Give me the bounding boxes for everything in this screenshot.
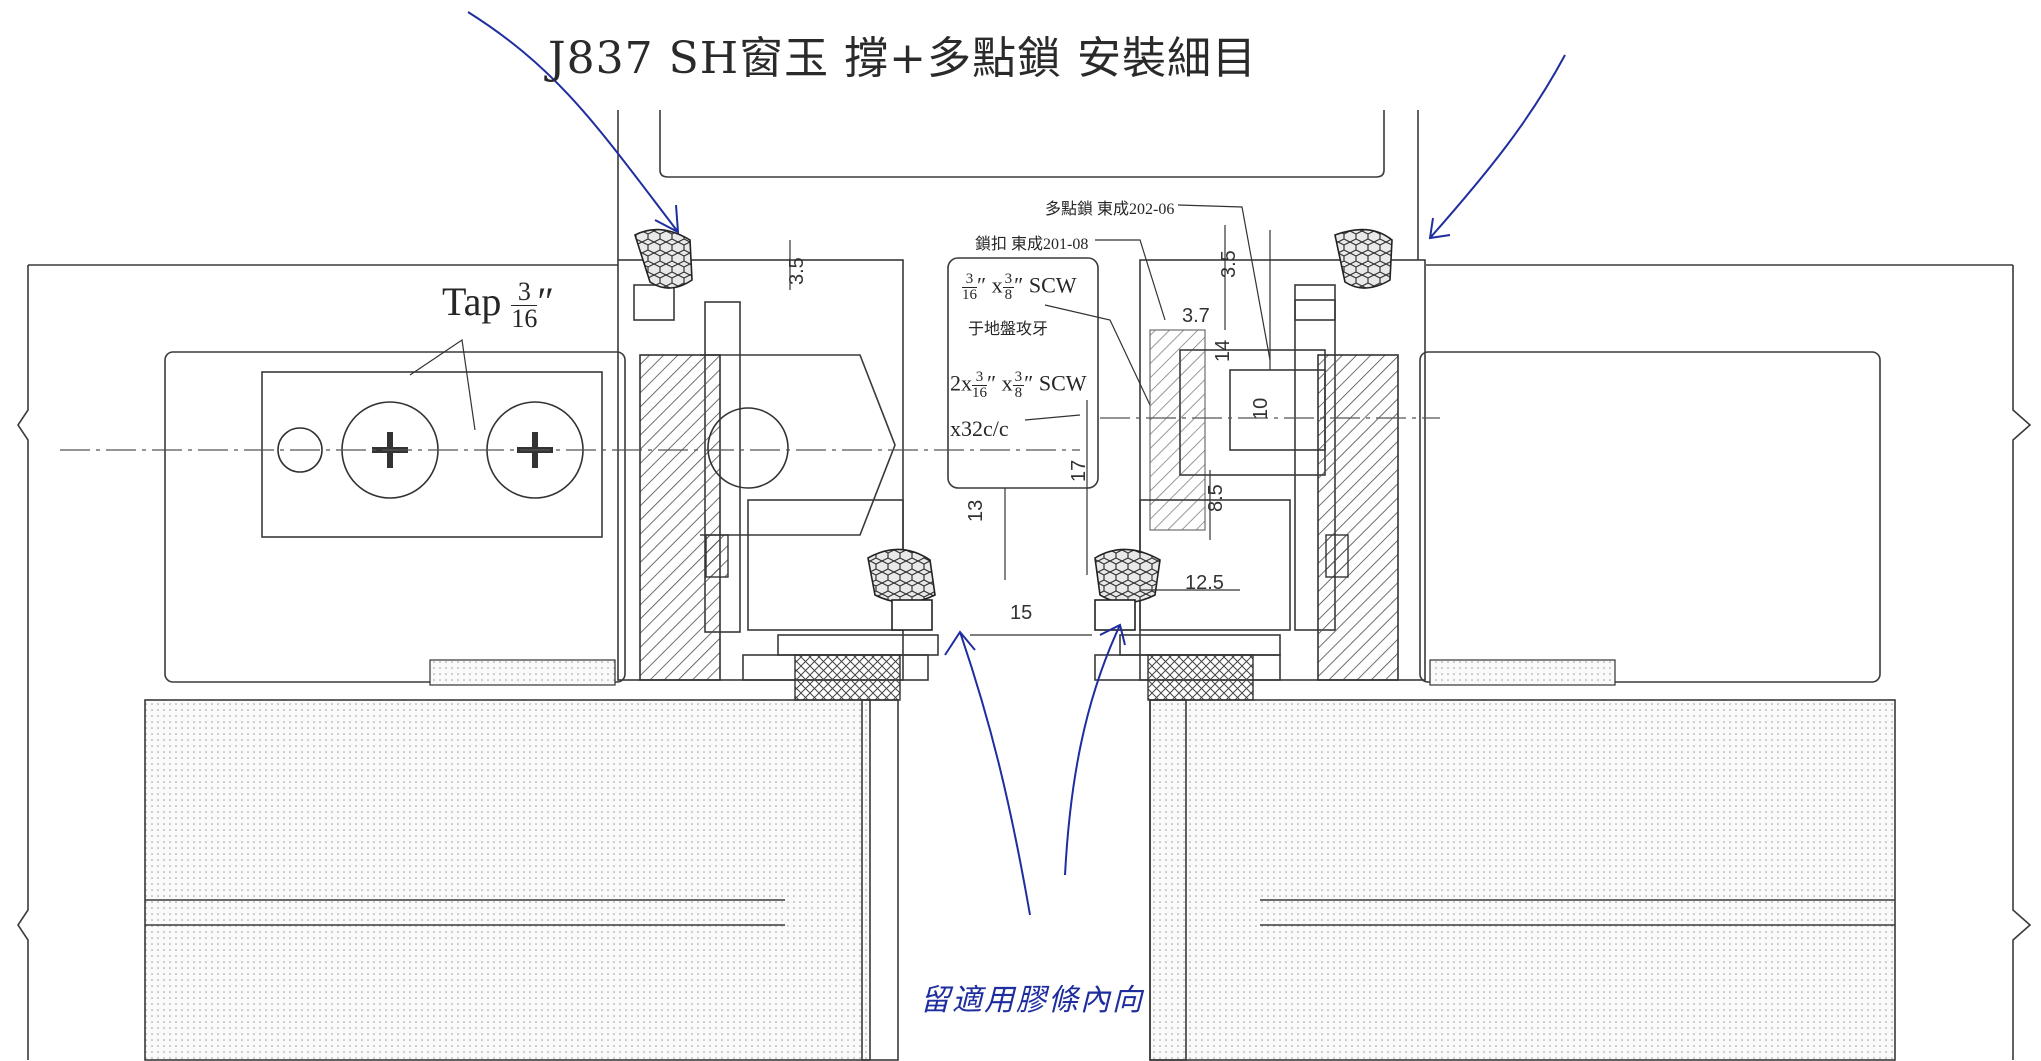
- dimension-10: 10: [1250, 397, 1272, 420]
- keeper-plate: [947, 257, 1099, 489]
- lock-buckle-label: 鎖扣 東成201-08: [975, 236, 1089, 253]
- annotation-arrow: [1064, 623, 1126, 876]
- multi-point-lock-label: 多點鎖 東成202-06: [1045, 201, 1175, 218]
- left-wall: [17, 264, 618, 1060]
- left-handle-body: [261, 371, 603, 538]
- annotation-arrow: [467, 11, 680, 234]
- dimension-8-5: 8.5: [1205, 484, 1227, 512]
- right-sash-body: [1419, 351, 1881, 683]
- tap-on-base-label: 于地盤攻牙: [968, 321, 1049, 338]
- dimension-13: 13: [965, 499, 987, 522]
- dimension-15: 15: [1010, 602, 1033, 624]
- handwritten-note: 留適用膠條內向: [920, 983, 1144, 1018]
- left-glass-panel: [144, 699, 871, 1061]
- gaskets: [634, 228, 1393, 631]
- left-sash-body: [164, 351, 626, 683]
- dimension-17: 17: [1068, 459, 1090, 482]
- dimension-3-5-left: 3.5: [786, 257, 808, 285]
- dimension-12-5: 12.5: [1185, 572, 1224, 594]
- annotation-arrow: [944, 630, 1031, 916]
- right-wall: [1426, 264, 2032, 1060]
- right-glass-panel: [1149, 699, 1896, 1061]
- dimension-3-7: 3.7: [1182, 305, 1210, 327]
- handle-hole-icon: [277, 427, 323, 473]
- drawing-title: J837 SH窗玉 撐+多點鎖 安裝細目: [548, 33, 1257, 84]
- dimension-14: 14: [1212, 339, 1234, 362]
- upper-frame-profile: [659, 110, 1385, 178]
- dimension-3-5-right: 3.5: [1218, 250, 1240, 278]
- annotation-arrow: [1428, 54, 1566, 240]
- multi-screw-spacing-label: x32c/c: [950, 416, 1009, 441]
- lock-cylinder-icon: [707, 407, 789, 489]
- left-handle-arrow: [700, 354, 896, 536]
